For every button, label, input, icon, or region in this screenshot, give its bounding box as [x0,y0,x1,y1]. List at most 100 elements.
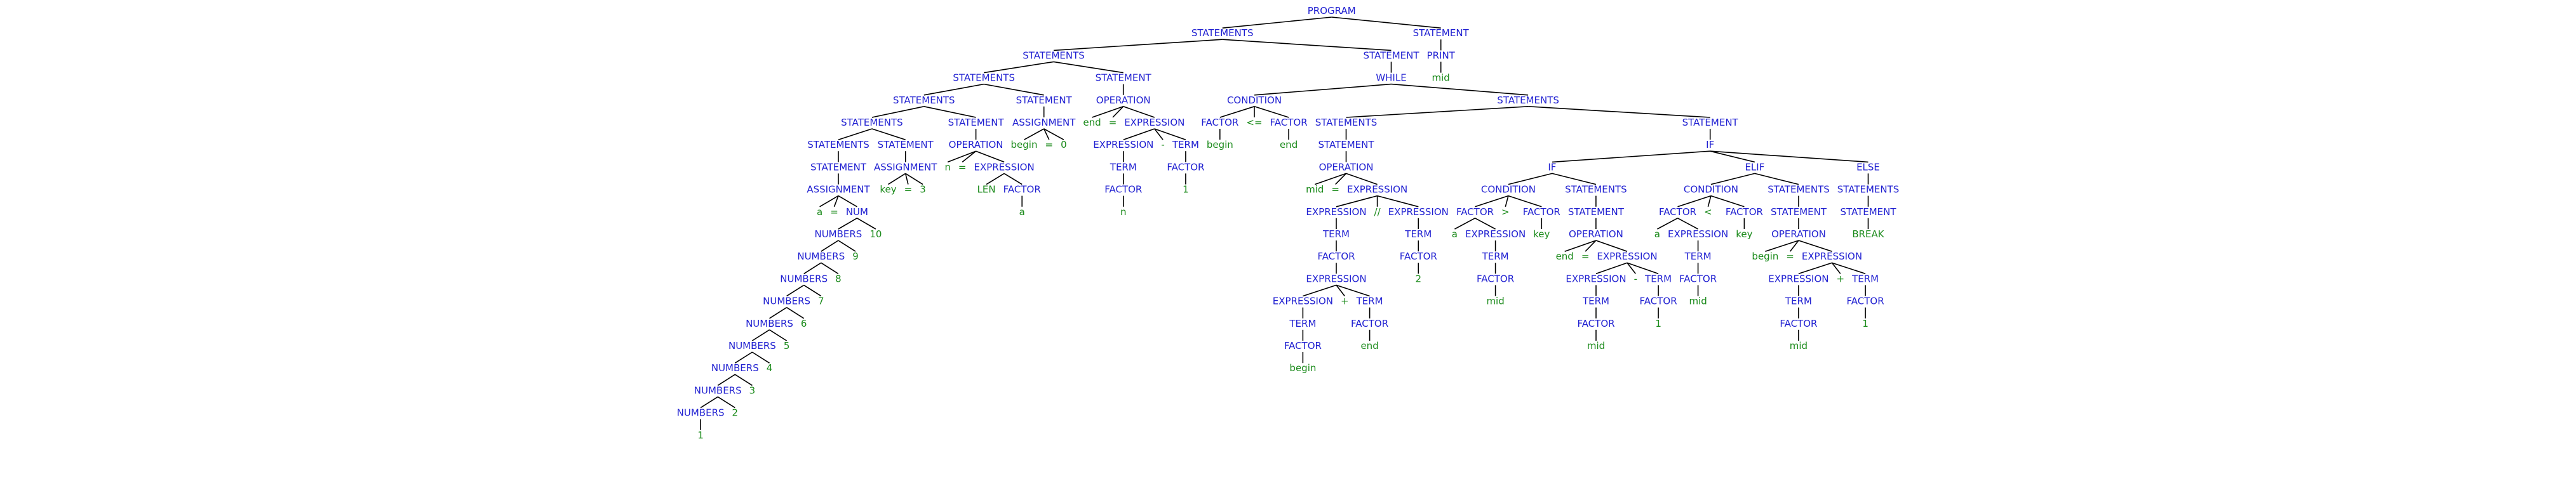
node-factor: FACTOR [1780,318,1817,329]
tree-edge [904,173,909,185]
node-numbers: NUMBERS [797,251,845,262]
node-while: WHILE [1376,72,1406,84]
token-equals: = [830,206,838,218]
node-condition: CONDITION [1481,184,1536,195]
tree-edge [717,396,735,409]
node-condition: CONDITION [1684,184,1738,195]
node-factor: FACTOR [1400,251,1437,262]
token-2: 2 [732,407,739,419]
token-end: end [1360,340,1378,352]
tree-edge [1154,128,1164,140]
node-statement: STATEMENT [1568,206,1625,218]
tree-edge [1552,173,1597,185]
node-term: TERM [1172,139,1199,150]
token-less-than: < [1704,206,1712,218]
tree-edge [1391,83,1529,96]
tree-edge [803,284,822,297]
node-statements: STATEMENTS [893,95,955,106]
node-factor: FACTOR [1270,117,1308,128]
tree-edge [984,61,1054,74]
node-numbers: NUMBERS [677,407,725,419]
node-term: TERM [1482,251,1509,262]
tree-edge [1710,195,1745,207]
node-factor: FACTOR [1477,273,1514,284]
token-a: a [1019,206,1025,218]
node-operation: OPERATION [1319,161,1374,173]
tree-edge [1123,128,1155,140]
node-statement: STATEMENT [1682,117,1739,128]
node-numbers: NUMBERS [763,296,810,307]
node-elif: ELIF [1745,161,1764,173]
node-term: TERM [1644,273,1672,284]
node-expression: EXPRESSION [1306,273,1366,284]
tree-edge [1789,240,1799,252]
token-equals: = [1045,139,1054,150]
node-if: IF [1548,161,1556,173]
node-statements: STATEMENTS [1837,184,1900,195]
node-term: TERM [1582,296,1609,307]
tree-edge [923,106,976,118]
token-8: 8 [835,273,842,284]
tree-edge [1335,173,1347,185]
token-n: n [944,161,951,173]
tree-edge [838,218,857,230]
node-operation: OPERATION [1569,228,1623,240]
tree-edge [1657,218,1678,230]
token-1: 1 [1655,318,1661,329]
node-term: TERM [1404,228,1432,240]
node-factor: FACTOR [1577,318,1614,329]
tree-edge [1677,218,1698,230]
node-statements: STATEMENTS [1315,117,1378,128]
token-minus: - [1634,273,1637,284]
tree-edge [769,329,788,341]
token-mid: mid [1689,296,1707,307]
tree-edge [1754,173,1799,185]
tree-edge [1377,195,1419,207]
node-expression: EXPRESSION [1388,206,1449,218]
node-expression: EXPRESSION [1597,251,1657,262]
tree-edge [1053,61,1124,74]
token-floor-div: // [1374,206,1381,218]
token-len: LEN [977,184,996,195]
token-begin: begin [1289,362,1316,374]
tree-edge [734,352,753,364]
node-term: TERM [1851,273,1879,284]
node-statement: STATEMENT [810,161,867,173]
node-assignment: ASSIGNMENT [807,184,870,195]
node-condition: CONDITION [1227,95,1282,106]
node-operation: OPERATION [1771,228,1826,240]
tree-edge [1346,106,1529,118]
tree-edge [803,262,822,275]
tree-edge [751,352,770,364]
node-program: PROGRAM [1308,5,1356,16]
token-1: 1 [1862,318,1868,329]
tree-edge [871,106,924,118]
node-statement: STATEMENT [1840,206,1896,218]
token-mid: mid [1486,296,1504,307]
tree-edge [1092,106,1124,118]
node-statements: STATEMENTS [1565,184,1627,195]
node-factor: FACTOR [1284,340,1322,352]
tree-edge [821,262,839,275]
node-print: PRINT [1427,49,1456,61]
tree-edge [1595,240,1628,252]
node-expression: EXPRESSION [1347,184,1407,195]
node-statement: STATEMENT [1096,72,1152,84]
tree-edges [700,16,1869,430]
tree-edge [1024,128,1045,140]
token-mid: mid [1587,340,1605,352]
tree-edge [1765,240,1799,252]
node-term: TERM [1684,251,1712,262]
node-factor: FACTOR [1659,206,1696,218]
node-numbers: NUMBERS [814,228,862,240]
tree-edge [1627,262,1636,274]
token-n: n [1120,206,1127,218]
tree-edge [1123,106,1155,118]
token-mid: mid [1432,72,1450,84]
token-7: 7 [818,296,824,307]
node-statement: STATEMENT [1016,95,1073,106]
token-1: 1 [1183,184,1189,195]
token-a: a [1654,228,1660,240]
tree-edge [1346,173,1378,185]
tree-edge [821,240,839,252]
